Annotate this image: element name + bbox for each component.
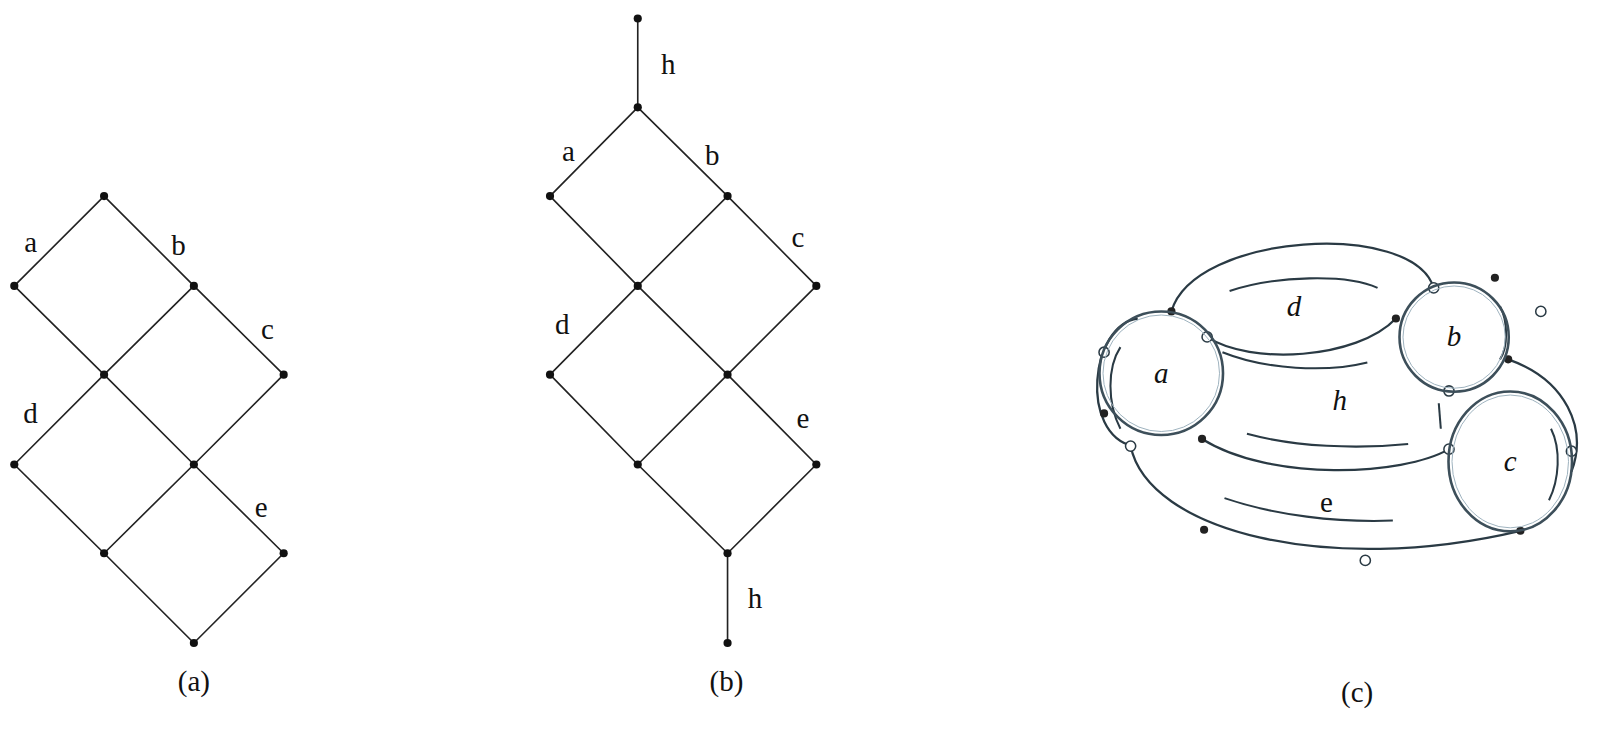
edge-label: b xyxy=(705,141,720,170)
surface-bands xyxy=(1097,244,1577,549)
edge-label: c xyxy=(261,314,274,343)
surface-circle: a xyxy=(1098,310,1225,437)
edge-label: h xyxy=(661,50,676,79)
lattice-b xyxy=(550,19,816,643)
subfigure-caption: (a) xyxy=(178,666,210,695)
edge-label: a xyxy=(562,137,575,166)
subfigure-caption: (c) xyxy=(1341,677,1373,706)
circle-label: b xyxy=(1447,322,1462,351)
edge-label: e xyxy=(797,404,810,433)
edge-label: e xyxy=(1320,488,1333,517)
edge-label: d xyxy=(555,310,570,339)
edge-label: a xyxy=(24,227,37,256)
surface-junction-dots xyxy=(1099,274,1577,566)
lattice-b-vertices xyxy=(546,14,820,647)
surface-circle: c xyxy=(1447,390,1574,533)
edge-label: c xyxy=(792,222,805,251)
edge-label: d xyxy=(1287,292,1302,321)
edge-label: d xyxy=(23,399,38,428)
edge-label: h xyxy=(1333,386,1348,415)
circle-label: c xyxy=(1504,447,1517,476)
subfigure-caption: (b) xyxy=(710,666,744,695)
edge-label: b xyxy=(171,230,186,259)
lattice-a xyxy=(14,196,283,643)
lattice-a-vertices xyxy=(10,192,288,647)
circle-label: a xyxy=(1154,359,1169,388)
edge-label: h xyxy=(748,583,763,612)
surface-circle: b xyxy=(1398,281,1510,393)
edge-label: e xyxy=(255,493,268,522)
